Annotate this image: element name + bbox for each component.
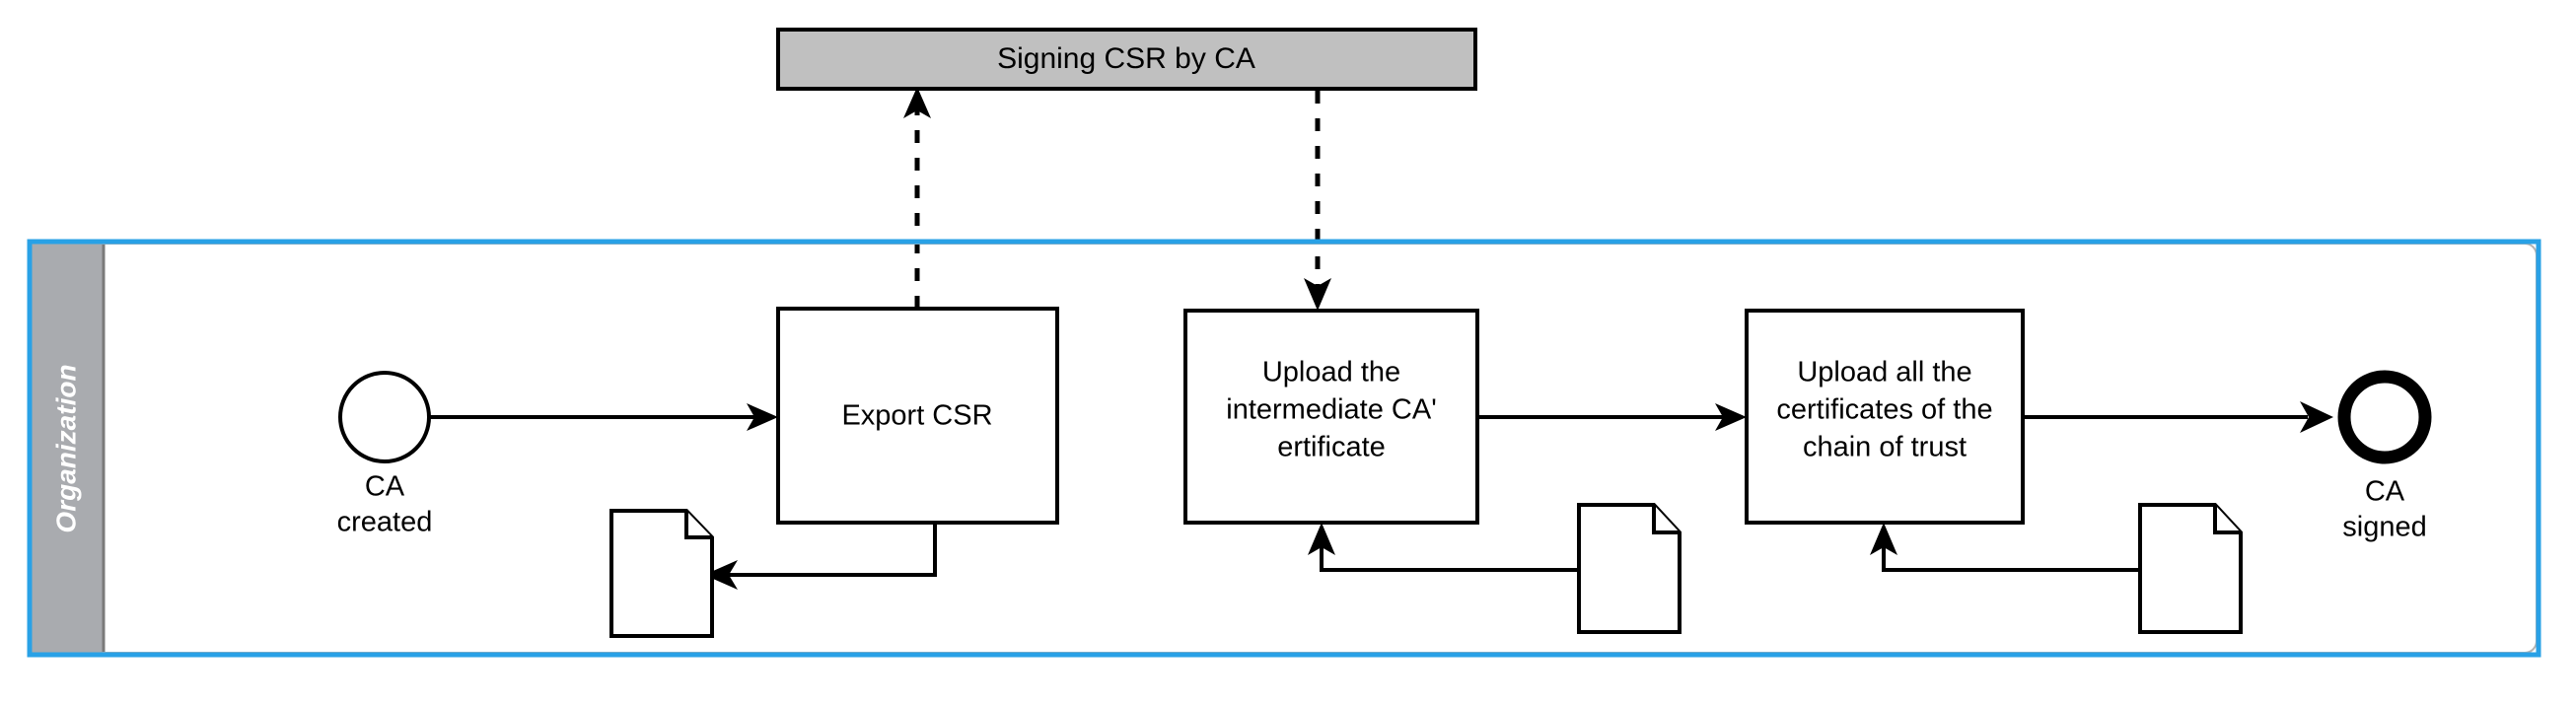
data-object-chain-certs-body[interactable]	[2138, 503, 2243, 634]
data-object-intermediate-cert-body[interactable]	[1577, 503, 1682, 634]
assoc-data-object-to-upload-intermediate[interactable]	[1308, 523, 1579, 572]
end-event-label-line2: signed	[2342, 512, 2426, 543]
task-upload-chain-of-trust[interactable]: Upload all the certificates of the chain…	[1745, 309, 2025, 525]
assoc-data-object-to-upload-intermediate-line[interactable]	[1320, 545, 1579, 572]
task-upload-intermediate-ca-certificate[interactable]: Upload the intermediate CA' ertificate	[1183, 309, 1479, 525]
assoc-data-object-to-upload-intermediate-arrowhead	[1308, 523, 1335, 555]
data-object-chain-certs[interactable]	[2138, 503, 2243, 634]
assoc-data-object-to-upload-chain-line[interactable]	[1882, 545, 2140, 572]
collapsed-pool-signing-csr-by-ca[interactable]: Signing CSR by CA	[776, 28, 1477, 91]
start-event-label-line2: created	[337, 507, 433, 538]
data-object-csr[interactable]	[609, 509, 714, 638]
message-flow-export-to-ca[interactable]	[903, 87, 931, 309]
task-upload-chain-label-line3: chain of trust	[1803, 432, 1967, 463]
data-object-intermediate-cert[interactable]	[1577, 503, 1682, 634]
pool-selection-outline[interactable]	[27, 239, 2541, 658]
pool-organization[interactable]: Organization	[27, 239, 2541, 658]
message-flow-ca-to-upload-arrowhead	[1304, 278, 1331, 311]
data-object-chain-certs-fold	[2213, 505, 2241, 534]
sequence-flow-start-to-export[interactable]	[430, 403, 778, 431]
sequence-flow-upload-chain-to-end[interactable]	[2023, 401, 2333, 433]
assoc-export-to-data-object[interactable]	[704, 523, 937, 590]
collapsed-pool-label: Signing CSR by CA	[997, 42, 1255, 75]
task-upload-chain-label-line2: certificates of the	[1776, 394, 1992, 426]
data-object-csr-fold	[684, 511, 712, 539]
collapsed-pool-rect[interactable]	[776, 28, 1477, 91]
start-event-label-line1: CA	[365, 471, 405, 503]
message-flow-ca-to-upload[interactable]	[1304, 91, 1331, 311]
assoc-data-object-to-upload-chain[interactable]	[1870, 523, 2140, 572]
start-event-circle[interactable]	[338, 371, 431, 463]
assoc-data-object-to-upload-chain-arrowhead	[1870, 523, 1897, 555]
end-event-circle[interactable]	[2337, 370, 2432, 464]
sequence-flow-chain-to-end-arrowhead	[2300, 401, 2333, 433]
sequence-flow-upload-intermediate-to-upload-chain[interactable]	[1477, 403, 1747, 431]
lane-label-organization: Organization	[50, 364, 81, 532]
task-upload-intermediate-label-line2: intermediate CA'	[1226, 394, 1436, 426]
assoc-export-to-data-object-line[interactable]	[728, 523, 937, 577]
task-upload-intermediate-label-line1: Upload the	[1262, 357, 1400, 388]
task-export-csr-label-line1: Export CSR	[841, 400, 992, 432]
end-event-label-line1: CA	[2365, 476, 2405, 508]
message-flow-export-to-ca-arrowhead	[903, 87, 931, 118]
sequence-flow-start-to-export-arrowhead	[747, 403, 778, 431]
task-upload-intermediate-label-line3: ertificate	[1277, 432, 1386, 463]
task-export-csr[interactable]: Export CSR	[776, 307, 1059, 525]
task-export-csr-rect[interactable]	[776, 307, 1059, 525]
start-event-ca-created[interactable]: CA created	[337, 371, 433, 538]
lane-header-band	[32, 244, 105, 653]
task-upload-chain-label-line1: Upload all the	[1797, 357, 1971, 388]
data-object-intermediate-cert-fold	[1652, 505, 1680, 534]
assoc-export-to-data-object-arrowhead	[704, 560, 738, 590]
end-event-ca-signed[interactable]: CA signed	[2337, 370, 2432, 543]
sequence-flow-intermediate-to-chain-arrowhead	[1715, 403, 1747, 431]
data-object-csr-body[interactable]	[609, 509, 714, 638]
